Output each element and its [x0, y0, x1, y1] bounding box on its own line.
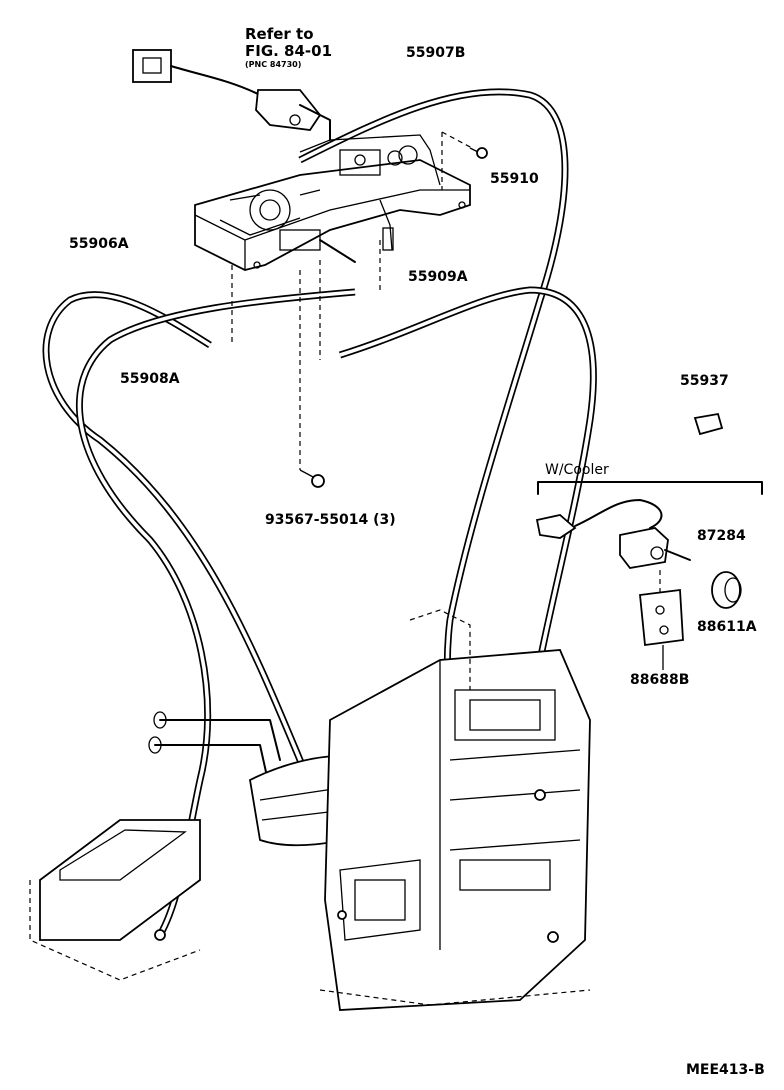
part-label-55909A: 55909A	[408, 269, 468, 285]
screw-93567	[299, 469, 325, 488]
part-label-55908A: 55908A	[120, 371, 180, 387]
option-group-label: W/Cooler	[545, 462, 609, 478]
cooler-bracket	[537, 481, 763, 495]
reference-note-line1: Refer to	[245, 25, 314, 43]
part-label-87284: 87284	[697, 528, 746, 544]
cooler-cap-88611A	[711, 571, 742, 609]
control-unit-assembly	[194, 134, 471, 271]
cooler-bracket-88688B	[639, 570, 684, 670]
cable-55908A	[75, 288, 356, 937]
cable-55909A	[338, 286, 597, 721]
part-label-55907B: 55907B	[406, 45, 466, 61]
part-label-55910: 55910	[490, 171, 539, 187]
part-label-88611A: 88611A	[697, 619, 757, 635]
reference-note-line3: (PNC 84730)	[245, 60, 302, 69]
part-55937-block	[693, 412, 724, 436]
part-label-55937: 55937	[680, 373, 729, 389]
reference-note-line2: FIG. 84-01	[245, 42, 333, 60]
wire-harness-switch	[132, 49, 331, 141]
cooler-switch-87284	[619, 527, 691, 569]
part-label-93567: 93567-55014 (3)	[265, 512, 396, 528]
heater-unit-assembly	[29, 609, 591, 1011]
cooler-connector	[535, 499, 663, 539]
part-label-88688B: 88688B	[630, 672, 690, 688]
figure-code: MEE413-B	[686, 1062, 765, 1078]
screw-55910	[469, 147, 488, 159]
part-label-55906A: 55906A	[69, 236, 129, 252]
